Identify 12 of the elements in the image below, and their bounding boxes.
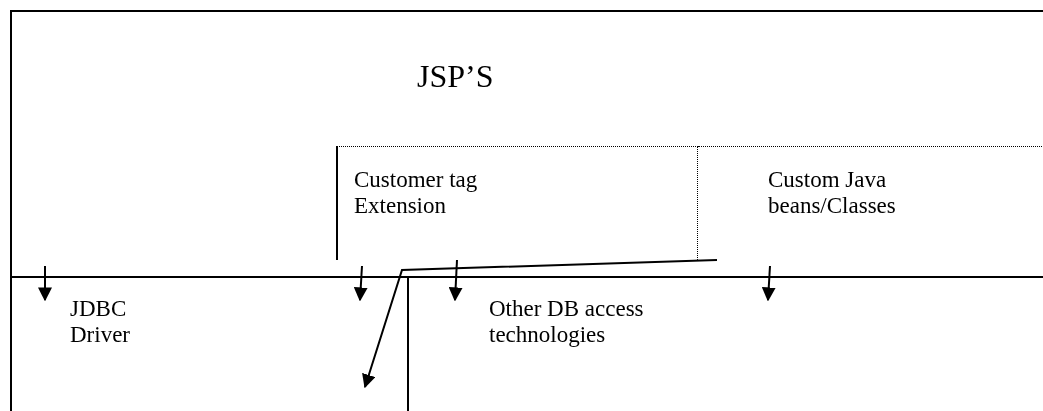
layer-label: JDBC Driver [70,296,132,348]
arrow [353,265,368,302]
arrow [448,259,463,302]
layer-box [10,10,1043,276]
layer-box [10,276,409,411]
layer-label: Custom Java beans/Classes [768,167,897,219]
layer-title: JSP’S [417,58,495,94]
arrow [761,265,776,302]
arrow [362,259,718,389]
layer-box [336,146,698,260]
arrow [38,265,52,302]
layer-label: Customer tag Extension [354,167,479,219]
